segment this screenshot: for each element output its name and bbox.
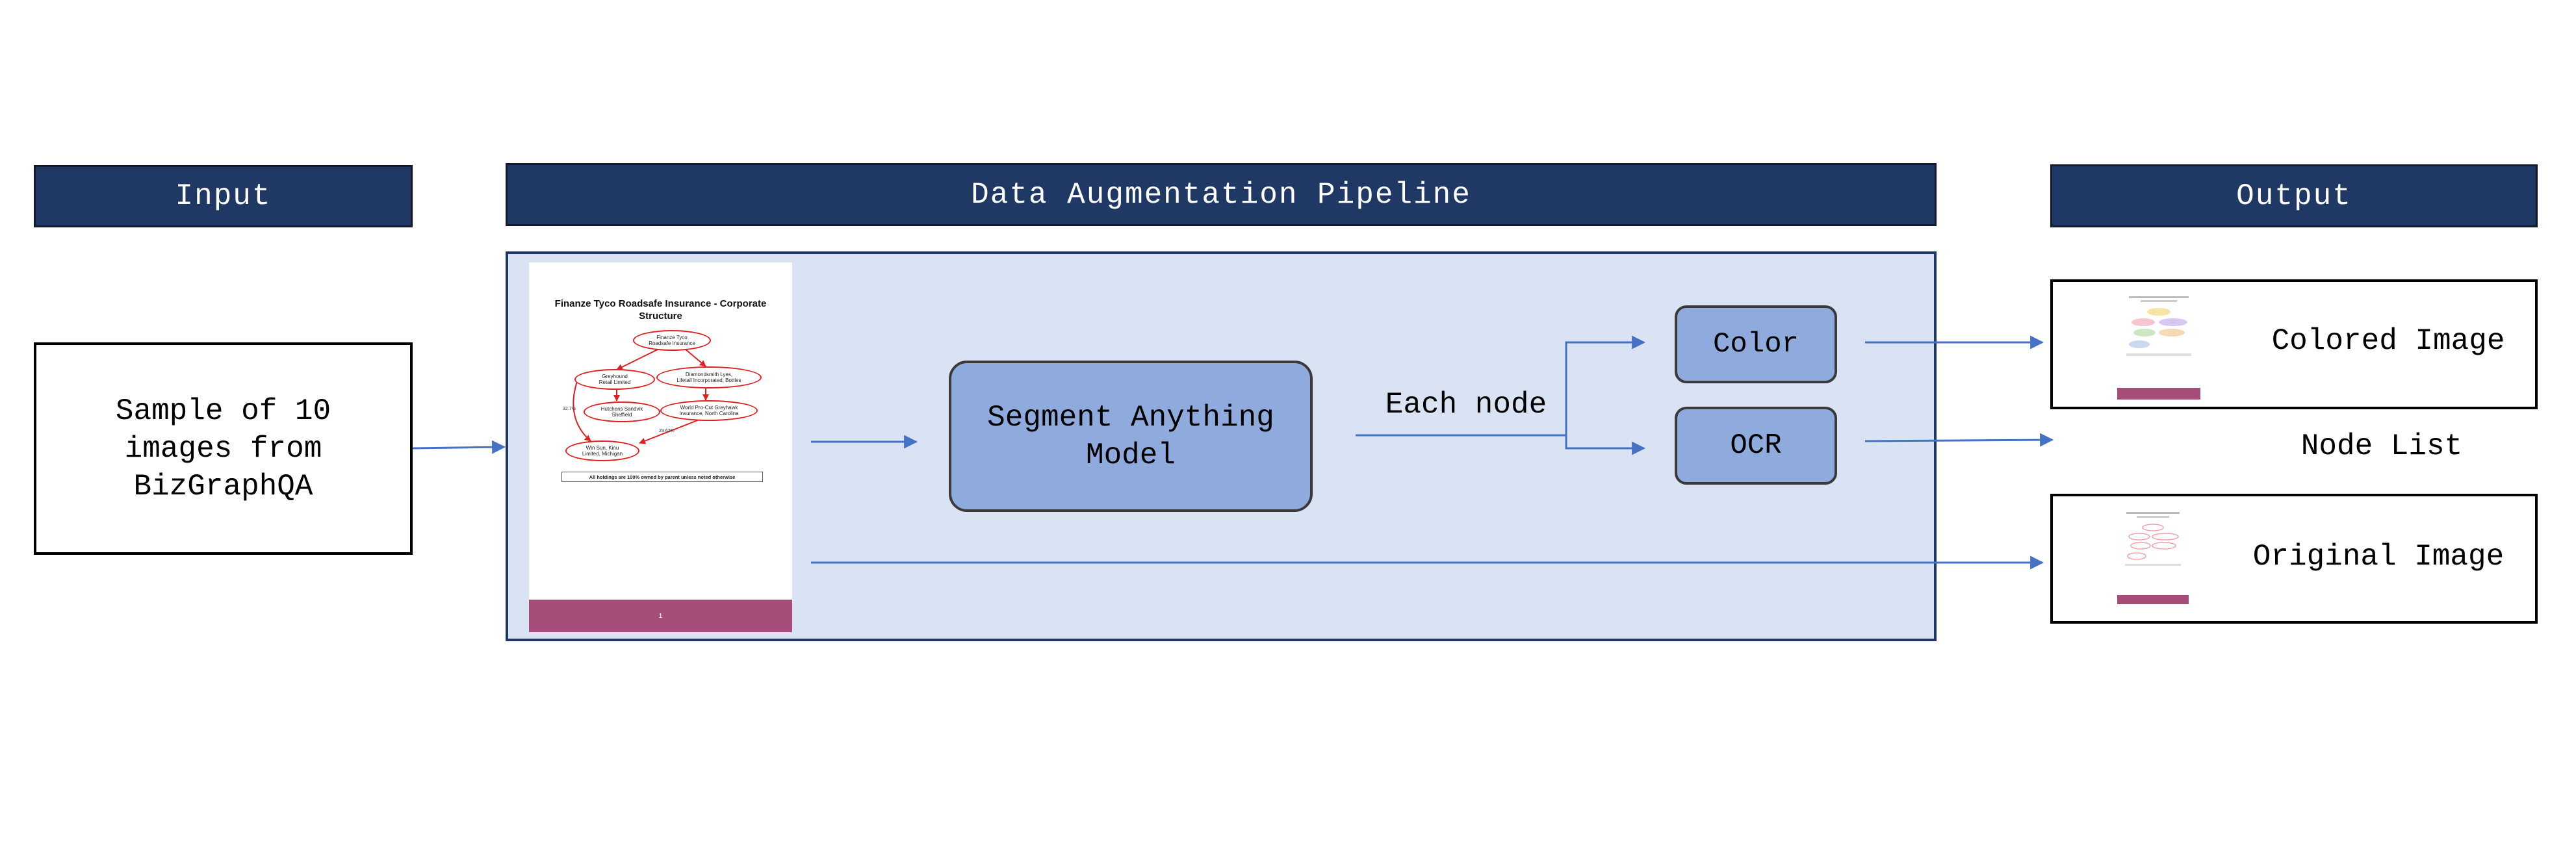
color-box-label: Color	[1712, 328, 1799, 361]
original-thumbnail-art	[2117, 512, 2189, 604]
segment-anything-model-box: Segment Anything Model	[949, 361, 1313, 512]
segment-anything-model-text: Segment Anything Model	[987, 399, 1274, 474]
org-node-text: Finanze Tyco	[656, 335, 688, 340]
org-node-text: Roadsafe Insurance	[649, 340, 695, 346]
colored-image-output-box	[2050, 279, 2538, 409]
org-node-text: Hutchens Sandvik	[600, 406, 643, 412]
pipeline-header-label: Data Augmentation Pipeline	[971, 177, 1471, 212]
org-node-text: Diamondsmith Lyes,	[685, 372, 733, 377]
org-node-text: Retail Limited	[599, 379, 631, 385]
node-list-label: Node List	[2300, 429, 2463, 463]
edge-root-left	[616, 348, 660, 370]
ocr-box-label: OCR	[1730, 429, 1782, 462]
input-sample-line: Sample of 10	[115, 394, 331, 428]
edge-left-bottom-curve	[573, 379, 591, 442]
org-node-text: Insurance, North Carolina	[679, 411, 739, 416]
pct-left-curve: 32.7%	[563, 407, 576, 411]
ocr-box: OCR	[1675, 407, 1837, 485]
input-header: Input	[34, 165, 413, 227]
colored-thumbnail	[2117, 292, 2200, 400]
document-title: Finanze Tyco Roadsafe Insurance - Corpor…	[542, 298, 779, 322]
org-node-text: Win Sun, Kinu	[586, 445, 619, 451]
org-node-text: Sheffield	[612, 412, 632, 418]
org-node-text: Lifetall Incorporated, Bottles	[676, 377, 741, 383]
input-header-label: Input	[175, 179, 272, 213]
org-node-text: Limited, Michigan	[582, 451, 623, 457]
colored-thumbnail-art	[2117, 296, 2200, 400]
document-page-number: 1	[658, 612, 663, 620]
input-sample-text: Sample of 10 images from BizGraphQA	[116, 392, 331, 505]
pipeline-header: Data Augmentation Pipeline	[506, 163, 1937, 226]
each-node-label: Each node	[1385, 388, 1547, 422]
document-note: All holdings are 100% owned by parent un…	[561, 472, 763, 482]
input-sample-line: images from	[124, 431, 322, 466]
org-chart-document: Finanze Tyco Roadsafe Insurance - Corpor…	[529, 262, 792, 632]
segment-model-line: Segment Anything	[987, 400, 1274, 435]
document-footer-bar: 1	[529, 600, 792, 632]
input-sample-line: BizGraphQA	[133, 469, 313, 503]
original-image-label: Original Image	[2252, 540, 2505, 574]
document-title-line: Structure	[639, 311, 682, 322]
org-chart-edges	[573, 348, 709, 444]
edge-midright-bottom	[639, 419, 700, 444]
original-thumbnail	[2117, 507, 2189, 604]
output-header: Output	[2050, 164, 2538, 227]
pct-right-link: 29.62%	[659, 429, 675, 433]
document-title-line: Finanze Tyco Roadsafe Insurance - Corpor…	[554, 298, 767, 309]
org-node-text: Greyhound	[602, 374, 628, 379]
output-header-label: Output	[2236, 179, 2352, 213]
colored-image-label: Colored Image	[2271, 324, 2505, 358]
org-node-text: World Pro-Cut Greyhawk	[680, 405, 738, 411]
input-sample-box: Sample of 10 images from BizGraphQA	[34, 342, 413, 555]
org-node-right: Diamondsmith Lyes,Lifetall Incorporated,…	[656, 366, 762, 388]
edge-root-right	[684, 348, 706, 367]
arrow-input-to-pipeline	[412, 440, 506, 454]
segment-model-line: Model	[1085, 438, 1176, 472]
color-box: Color	[1675, 305, 1837, 383]
